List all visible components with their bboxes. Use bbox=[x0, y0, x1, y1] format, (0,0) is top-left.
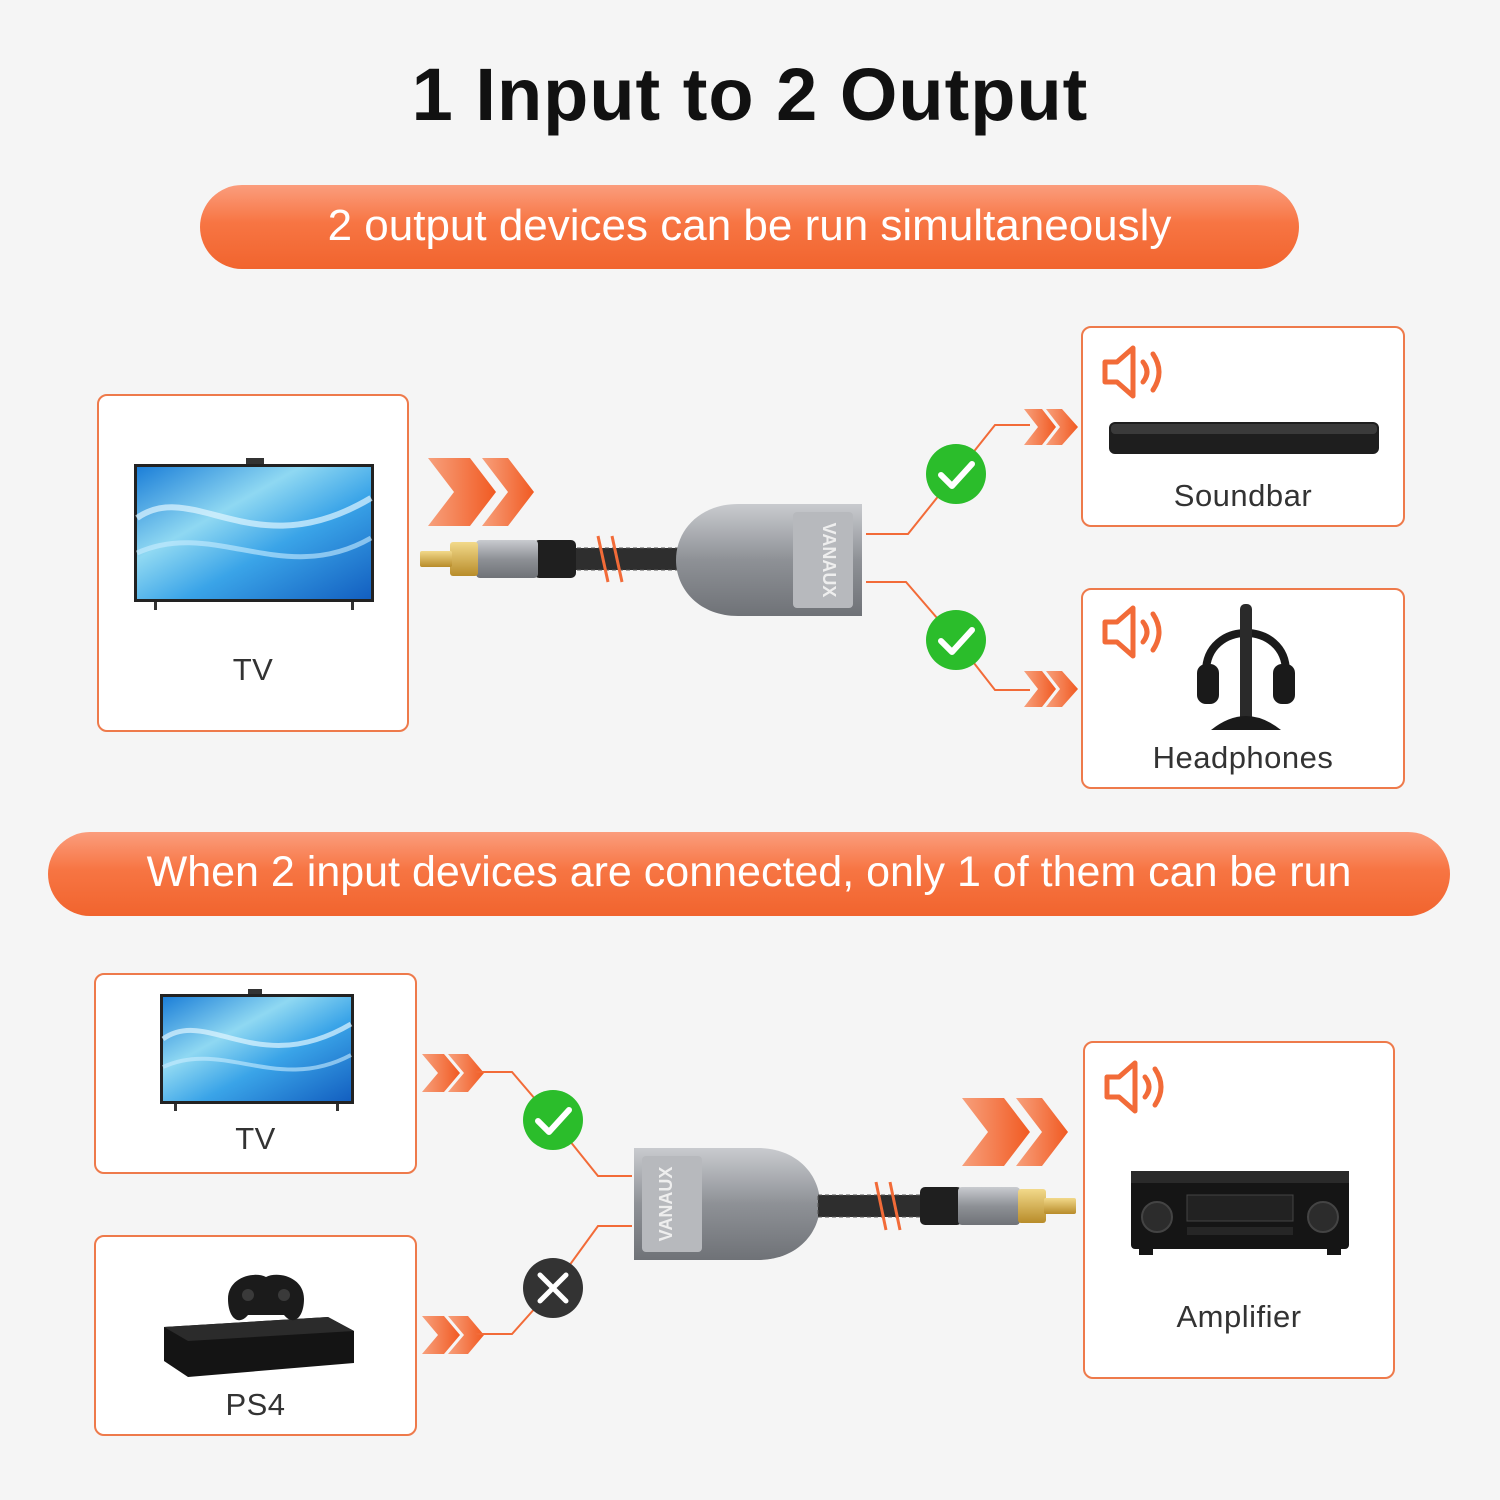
page-title: 1 Input to 2 Output bbox=[411, 53, 1089, 136]
check-icon bbox=[926, 444, 986, 504]
optical-splitter: VANAUX bbox=[634, 1148, 820, 1260]
brand-label: VANAUX bbox=[819, 523, 839, 598]
speaker-icon bbox=[1102, 605, 1162, 659]
card-label-amplifier: Amplifier bbox=[1176, 1299, 1302, 1334]
arrow-chevron-icon bbox=[1024, 409, 1078, 445]
card-label-soundbar: Soundbar bbox=[1173, 478, 1313, 513]
game-console-icon bbox=[164, 1274, 354, 1377]
optical-cable bbox=[420, 535, 681, 583]
cross-icon bbox=[523, 1258, 583, 1318]
banner-single-input: When 2 input devices are connected, only… bbox=[48, 832, 1450, 916]
speaker-icon bbox=[1102, 345, 1162, 399]
arrow-chevron-icon bbox=[422, 1054, 484, 1092]
card-label-headphones: Headphones bbox=[1152, 740, 1334, 775]
check-icon bbox=[523, 1090, 583, 1150]
optical-splitter: VANAUX bbox=[676, 504, 862, 616]
arrow-chevron-icon bbox=[1024, 671, 1078, 707]
card-tv-input-2: TV bbox=[94, 973, 417, 1174]
card-soundbar-output: Soundbar bbox=[1081, 326, 1405, 527]
soundbar-icon bbox=[1109, 422, 1379, 454]
arrow-chevron-icon bbox=[422, 1316, 484, 1354]
card-amplifier-output: Amplifier bbox=[1083, 1041, 1395, 1379]
card-label-tv-2: TV bbox=[235, 1121, 276, 1156]
card-ps4-input: PS4 bbox=[94, 1235, 417, 1436]
card-headphones-output: Headphones bbox=[1081, 588, 1405, 789]
tv-icon bbox=[160, 989, 354, 1111]
arrow-chevron-icon bbox=[428, 458, 534, 526]
card-tv-input: TV bbox=[97, 394, 409, 732]
optical-cable bbox=[817, 1181, 1076, 1231]
amplifier-icon bbox=[1131, 1171, 1349, 1255]
tv-icon bbox=[134, 458, 374, 610]
check-icon bbox=[926, 610, 986, 670]
speaker-icon bbox=[1104, 1060, 1164, 1114]
card-label-ps4: PS4 bbox=[225, 1387, 286, 1422]
brand-label: VANAUX bbox=[656, 1167, 676, 1242]
card-label-tv: TV bbox=[232, 652, 274, 687]
banner-simultaneous-output: 2 output devices can be run simultaneous… bbox=[200, 185, 1299, 269]
headphones-icon bbox=[1197, 604, 1295, 730]
arrow-chevron-icon bbox=[962, 1098, 1068, 1166]
